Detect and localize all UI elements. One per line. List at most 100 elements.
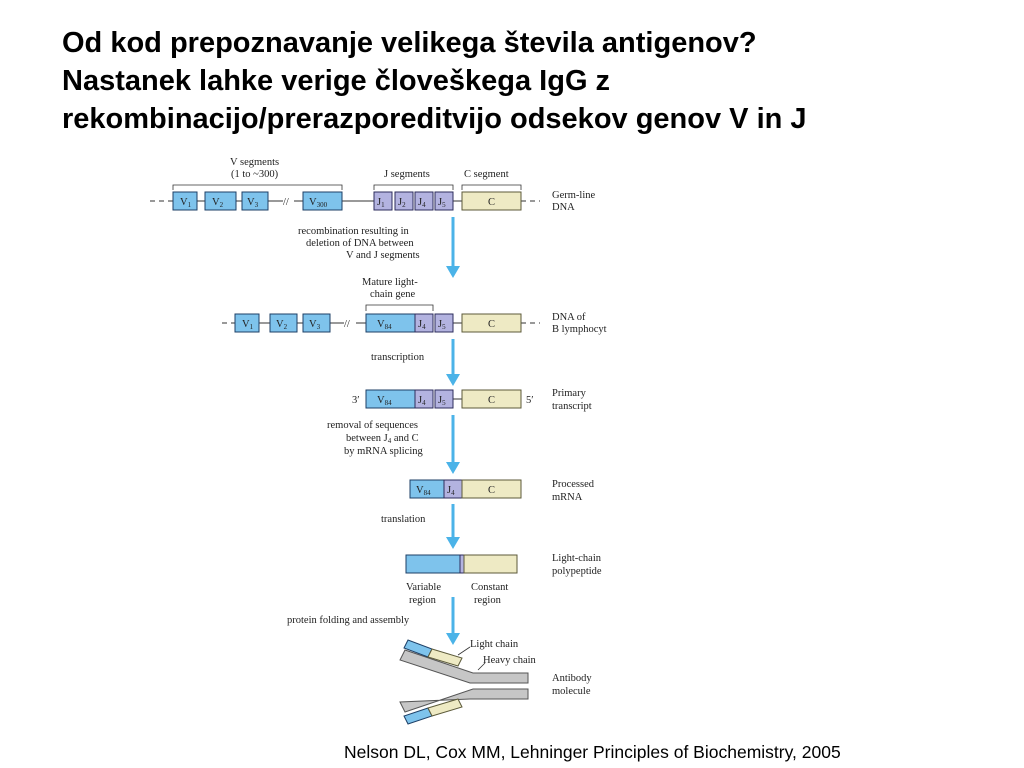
v1-segment <box>172 191 198 211</box>
bcell-c-segment <box>461 313 522 333</box>
j1-label: J1 <box>377 197 385 209</box>
j2-segment <box>394 191 414 211</box>
germline-label-2: DNA <box>552 202 575 213</box>
j-segments-label: J segments <box>384 169 430 180</box>
v1-label: V1 <box>180 197 192 209</box>
processed-label-1: Processed <box>552 479 595 490</box>
bcell-v84-label: V84 <box>377 319 392 331</box>
processed-mrna-row: V84 J4 C Processed mRNA <box>409 479 595 503</box>
three-prime-end: 3′ <box>352 395 360 406</box>
v300-label: V300 <box>309 197 328 209</box>
c-segment-group-label: C segment <box>464 169 509 180</box>
bcell-j5-segment <box>434 313 454 333</box>
antibody-label-1: Antibody <box>552 673 592 684</box>
antibody-label-2: molecule <box>552 686 591 697</box>
bcell-v2-segment <box>269 313 298 333</box>
j4-label: J4 <box>418 197 426 209</box>
five-prime-end: 5′ <box>526 395 534 406</box>
primary-transcript-row: 3′ V84 J4 J5 C 5′ Primary transcript <box>352 388 592 412</box>
arrow-translation-head <box>446 537 460 549</box>
j2-label: J2 <box>398 197 406 209</box>
antibody-molecule: Light chain Heavy chain Antibody molecul… <box>399 639 592 725</box>
v300-segment <box>302 191 343 211</box>
translation-label: translation <box>381 514 426 525</box>
v-segments-label: V segments <box>230 157 279 168</box>
variable-region-bar <box>405 554 461 574</box>
bcell-v2-label: V2 <box>276 319 288 331</box>
heavy-chain-upper <box>399 649 529 684</box>
constant-region-label-2: region <box>474 595 502 606</box>
transcription-label: transcription <box>371 352 425 363</box>
light-chain-upper-constant <box>427 648 463 667</box>
arrow-transcription-head <box>446 374 460 386</box>
bcell-label-1: DNA of <box>552 312 586 323</box>
heavy-chain-lower <box>399 688 529 713</box>
mrna-c-label: C <box>488 485 495 496</box>
mature-gene-label-2: chain gene <box>370 289 416 300</box>
bcell-v3-label: V3 <box>309 319 321 331</box>
primary-j4-label: J4 <box>418 395 426 407</box>
constant-region-label-1: Constant <box>471 582 508 593</box>
mature-gene-label-1: Mature light- <box>362 277 418 288</box>
mature-gene-brace <box>365 304 434 311</box>
dna-break-mark: // <box>283 197 289 208</box>
recombination-label-2: deletion of DNA between <box>306 238 414 249</box>
v-segments-range: (1 to ~300) <box>231 169 279 180</box>
v2-segment <box>204 191 237 211</box>
polypeptide-label-1: Light-chain <box>552 553 602 564</box>
j5-segment <box>434 191 454 211</box>
j-segments-brace <box>373 184 454 190</box>
j4-segment <box>414 191 434 211</box>
c-segment-brace <box>461 184 522 190</box>
v3-segment <box>241 191 269 211</box>
heavy-chain-leader <box>477 662 486 671</box>
mrna-v84-label: V84 <box>416 485 431 497</box>
constant-region-bar <box>463 554 518 574</box>
c-segment <box>461 191 522 211</box>
germline-dna-row: // V1 V2 V3 V300 J1 J2 J4 J5 C V segment… <box>150 157 595 213</box>
j-region-bar <box>459 554 465 574</box>
polypeptide-label-2: polypeptide <box>552 566 602 577</box>
recombination-label-1: recombination resulting in <box>298 226 410 237</box>
c-label: C <box>488 197 495 208</box>
citation: Nelson DL, Cox MM, Lehninger Principles … <box>344 742 841 762</box>
primary-j4-segment <box>414 389 434 409</box>
arrow-folding-head <box>446 633 460 645</box>
v-segments-brace <box>172 184 343 190</box>
primary-label-1: Primary <box>552 388 587 399</box>
primary-label-2: transcript <box>552 401 592 412</box>
polypeptide-row: Variable region Constant region Light-ch… <box>405 553 602 606</box>
primary-c-label: C <box>488 395 495 406</box>
bcell-v3-segment <box>302 313 331 333</box>
primary-c-segment <box>461 389 522 409</box>
folding-label: protein folding and assembly <box>287 615 410 626</box>
primary-j5-label: J5 <box>438 395 446 407</box>
recombination-label-3: V and J segments <box>346 250 420 261</box>
mrna-c-segment <box>461 479 522 499</box>
processed-label-2: mRNA <box>552 492 583 503</box>
bcell-j5-label: J5 <box>438 319 446 331</box>
arrow-splicing-head <box>446 462 460 474</box>
primary-j5-segment <box>434 389 454 409</box>
bcell-label-2: B lymphocyt <box>552 324 607 335</box>
mrna-j4-label: J4 <box>447 485 455 497</box>
splicing-label-2: between J4 and C <box>346 433 419 445</box>
light-chain-lower-constant <box>427 698 463 717</box>
bcell-c-label: C <box>488 319 495 330</box>
title-line-1: Od kod prepoznavanje velikega števila an… <box>62 27 757 59</box>
v3-label: V3 <box>247 197 259 209</box>
dna-break-mark-2: // <box>344 319 350 330</box>
germline-label-1: Germ-line <box>552 190 595 201</box>
primary-v84-label: V84 <box>377 395 392 407</box>
j1-segment <box>373 191 393 211</box>
bcell-v1-segment <box>234 313 260 333</box>
splicing-label-1: removal of sequences <box>327 420 418 431</box>
bcell-j4-segment <box>414 313 434 333</box>
j5-label: J5 <box>438 197 446 209</box>
light-chain-label: Light chain <box>470 639 519 650</box>
light-chain-leader <box>457 646 471 656</box>
variable-region-label-2: region <box>409 595 437 606</box>
bcell-j4-label: J4 <box>418 319 426 331</box>
slide-title: Od kod prepoznavanje velikega števila an… <box>62 24 1002 138</box>
